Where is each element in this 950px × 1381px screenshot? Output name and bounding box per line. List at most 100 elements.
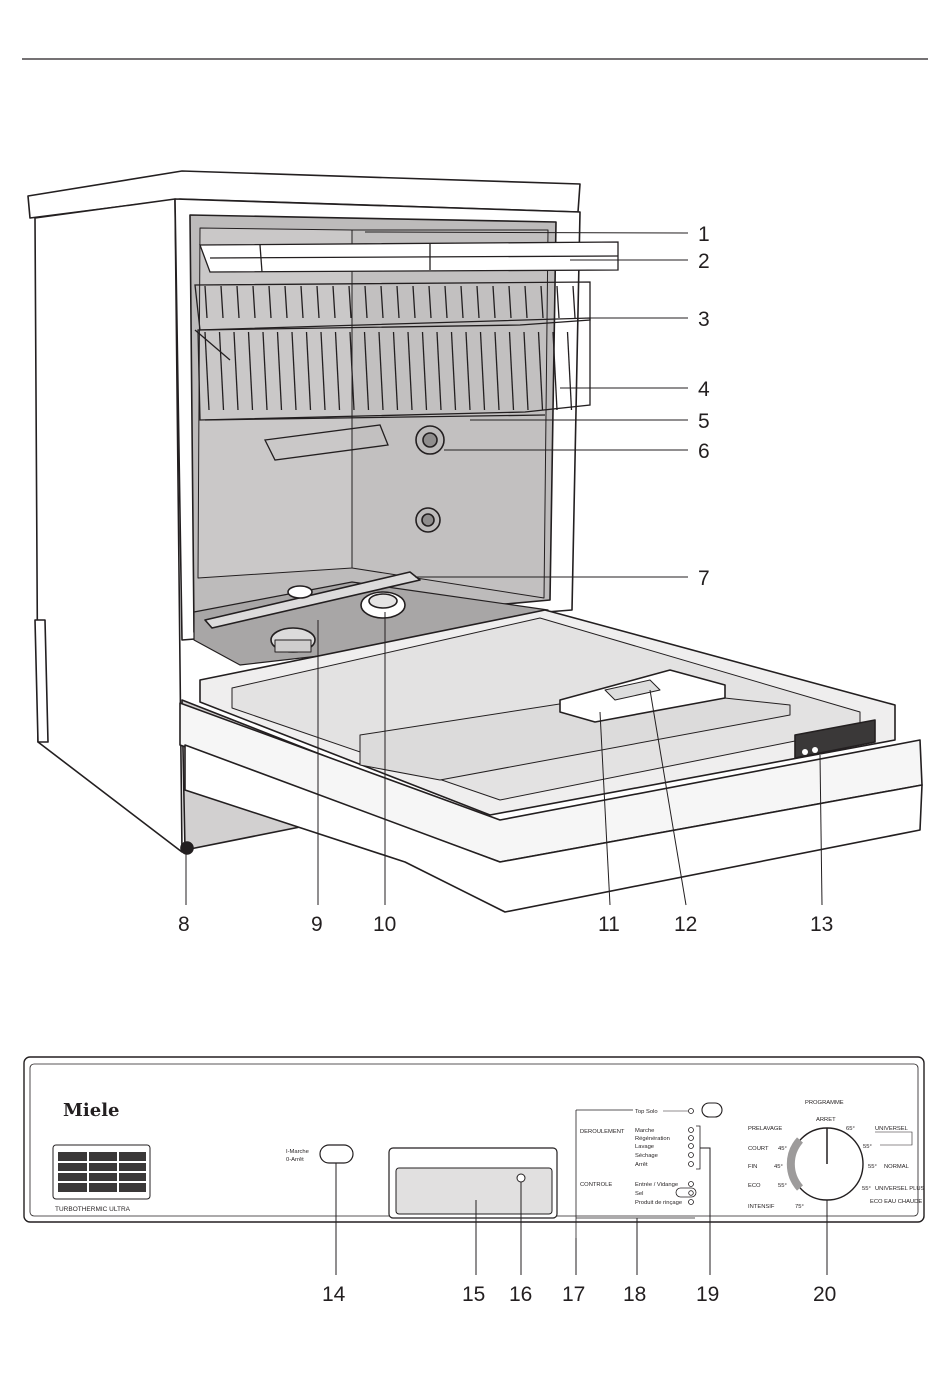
top-solo-button[interactable] [701, 1102, 723, 1118]
basket-tine [508, 331, 515, 411]
basket-tine [316, 285, 320, 319]
check-produit-rincage: Produit de rinçage [635, 1200, 682, 1206]
basket-tine [396, 285, 400, 319]
basket-tine [305, 331, 312, 411]
upper-basket [194, 281, 591, 331]
callout-8: 8 [178, 913, 190, 936]
basket-tine [540, 285, 544, 319]
basket-tine [291, 331, 297, 411]
callout-17: 17 [562, 1283, 585, 1306]
check-sel: Sel [635, 1191, 643, 1197]
top-solo-label: Top Solo [635, 1109, 658, 1115]
basket-tine [412, 285, 416, 319]
vent-grille-icon [52, 1144, 151, 1200]
callout-6: 6 [698, 440, 710, 463]
prog-universel-plus: UNIVERSEL PLUS [875, 1186, 925, 1192]
basket-tine [252, 285, 256, 319]
callout-2: 2 [698, 250, 710, 273]
prog-fin: FIN [748, 1164, 757, 1170]
prog-eco-eau-chaude: ECO EAU CHAUDE [870, 1199, 922, 1205]
basket-tine [524, 285, 528, 319]
left-side-panel [34, 198, 183, 853]
lower-spray-arm [204, 571, 421, 629]
basket-tine [247, 331, 254, 411]
callout-11: 11 [598, 913, 620, 936]
temp-universel: 65° [846, 1126, 855, 1132]
basket-tine [268, 285, 272, 319]
basket-tine [450, 331, 457, 411]
basket-tine [233, 331, 239, 411]
temp-fin: 45° [774, 1164, 783, 1170]
controle-list: Entrée / Vidange Sel Produit de rinçage [635, 1181, 697, 1206]
status-regeneration: Régénération [635, 1136, 670, 1142]
callout-10: 10 [373, 913, 396, 936]
basket-tine [552, 331, 558, 411]
status-arret: Arrêt [635, 1162, 648, 1168]
power-on-label: I-Marche [286, 1149, 309, 1155]
basket-tine [492, 285, 496, 319]
callout-4: 4 [698, 378, 710, 401]
callout-18: 18 [623, 1283, 646, 1306]
temp-intensif: 75° [795, 1204, 804, 1210]
basket-tine [320, 331, 326, 411]
basket-tine [537, 331, 544, 411]
top-solo-led [688, 1108, 694, 1114]
panel-callout-leaders [335, 1147, 828, 1275]
controle-title: CONTROLE [580, 1182, 612, 1188]
prog-eco: ECO [748, 1183, 761, 1189]
dishwasher-callout-numbers: 1 2 3 4 5 6 7 8 9 10 11 12 13 [178, 223, 833, 936]
panel-callout-numbers: 14 15 16 17 18 19 20 [322, 1283, 836, 1306]
basket-tine [508, 285, 512, 319]
power-button[interactable] [319, 1144, 354, 1164]
callout-13: 13 [810, 913, 833, 936]
panel-outline [23, 1056, 925, 1223]
basket-tine [204, 285, 208, 319]
basket-tine [218, 331, 225, 411]
basket-tine [421, 331, 428, 411]
control-panel: Miele TURBOTHERMIC ULTRA I-Marche 0-Arrê… [23, 1056, 925, 1238]
basket-tine [332, 285, 336, 319]
callout-15: 15 [462, 1283, 485, 1306]
programme-left-labels: PRELAVAGE COURT FIN ECO INTENSIF 45° 45°… [748, 1126, 804, 1210]
prog-intensif: INTENSIF [748, 1204, 775, 1210]
temp-eco: 55° [778, 1183, 787, 1189]
callout-16: 16 [509, 1283, 532, 1306]
basket-tine [364, 285, 368, 319]
temp-universel-plus: 55° [862, 1186, 871, 1192]
basket-tine [334, 331, 341, 411]
basket-tine [407, 331, 413, 411]
brand-logo: Miele [63, 1100, 120, 1121]
dishwasher-illustration [27, 170, 923, 913]
basket-tine [349, 331, 355, 411]
callout-7: 7 [698, 567, 710, 590]
basket-tine [566, 331, 573, 411]
detergent-dispenser [559, 669, 726, 723]
callout-5: 5 [698, 410, 710, 433]
basket-tine [236, 285, 240, 319]
model-label: TURBOTHERMIC ULTRA [55, 1206, 131, 1213]
status-marche: Marche [635, 1128, 654, 1134]
basket-tine [220, 285, 224, 319]
basket-tine [284, 285, 288, 319]
prog-court: COURT [748, 1146, 769, 1152]
basket-tine [428, 285, 432, 319]
basket-tine [262, 331, 268, 411]
callout-20: 20 [813, 1283, 836, 1306]
basket-tine [465, 331, 471, 411]
callout-9: 9 [311, 913, 323, 936]
programme-knob[interactable] [786, 1127, 864, 1201]
programme-right-labels: 65° 55° 55° 55° UNIVERSEL NORMAL UNIVERS… [846, 1126, 925, 1205]
callout-leaders [185, 231, 823, 906]
basket-tine [460, 285, 464, 319]
callout-12: 12 [674, 913, 697, 936]
check-entree-vidange: Entrée / Vidange [635, 1182, 678, 1188]
basket-tine [572, 285, 576, 319]
prog-prelavage: PRELAVAGE [748, 1126, 782, 1132]
door-release-icon [516, 1173, 526, 1183]
status-lavage: Lavage [635, 1144, 654, 1150]
temp-55-a: 55° [863, 1144, 872, 1150]
basket-tine [392, 331, 399, 411]
power-off-label: 0-Arrêt [286, 1157, 304, 1163]
basket-tine [300, 285, 304, 319]
